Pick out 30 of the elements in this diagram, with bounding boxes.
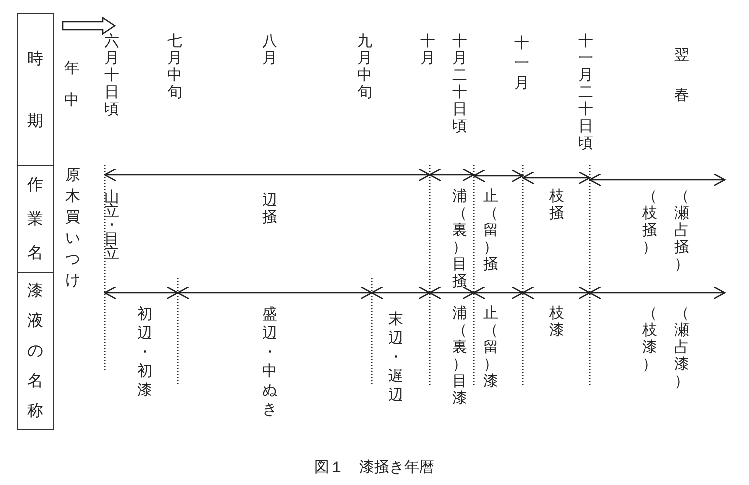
date-label: 十一月二十日頃 xyxy=(578,33,594,152)
task-label: 原木買いつけ xyxy=(65,165,81,291)
date-label: 七月中旬 xyxy=(167,33,183,101)
sap-name-label: 末辺・遅辺 xyxy=(388,310,404,405)
date-label: 十一月 xyxy=(514,33,530,93)
date-label: 六月十日頃 xyxy=(104,33,120,118)
sap-name-label: 盛辺・中ぬき xyxy=(262,305,278,419)
caption: 図１ 漆掻き年暦 xyxy=(314,458,434,476)
sap-name-label: 浦（裏）目漆 xyxy=(452,305,468,407)
sap-name-label: （瀬占漆） xyxy=(674,305,690,390)
task-label: 辺掻 xyxy=(262,192,278,226)
task-label: 止（留）掻 xyxy=(483,188,499,273)
header-cell: 漆液の名称 xyxy=(17,272,54,430)
date-label: 九月中旬 xyxy=(357,33,373,101)
date-label: 翌春 xyxy=(674,45,690,106)
task-label: （枝掻） xyxy=(642,188,658,256)
sap-name-label: 初辺・初漆 xyxy=(137,305,153,400)
task-label: 枝掻 xyxy=(549,188,565,222)
task-label: 山立・目立 xyxy=(104,190,120,260)
task-label: 浦（裏）目掻 xyxy=(452,188,468,290)
header-cell: 作業名 xyxy=(17,165,54,273)
date-label: 八月 xyxy=(262,33,278,67)
header-cell: 時期 xyxy=(17,13,54,166)
date-label: 十月二十日頃 xyxy=(452,33,468,135)
period-label: 年中 xyxy=(64,58,80,111)
sap-name-label: （枝漆） xyxy=(642,305,658,373)
sap-name-label: 止（留）漆 xyxy=(483,305,499,390)
task-label: （瀬占掻） xyxy=(674,188,690,273)
sap-name-label: 枝漆 xyxy=(549,305,565,339)
date-label: 十月 xyxy=(420,33,436,67)
